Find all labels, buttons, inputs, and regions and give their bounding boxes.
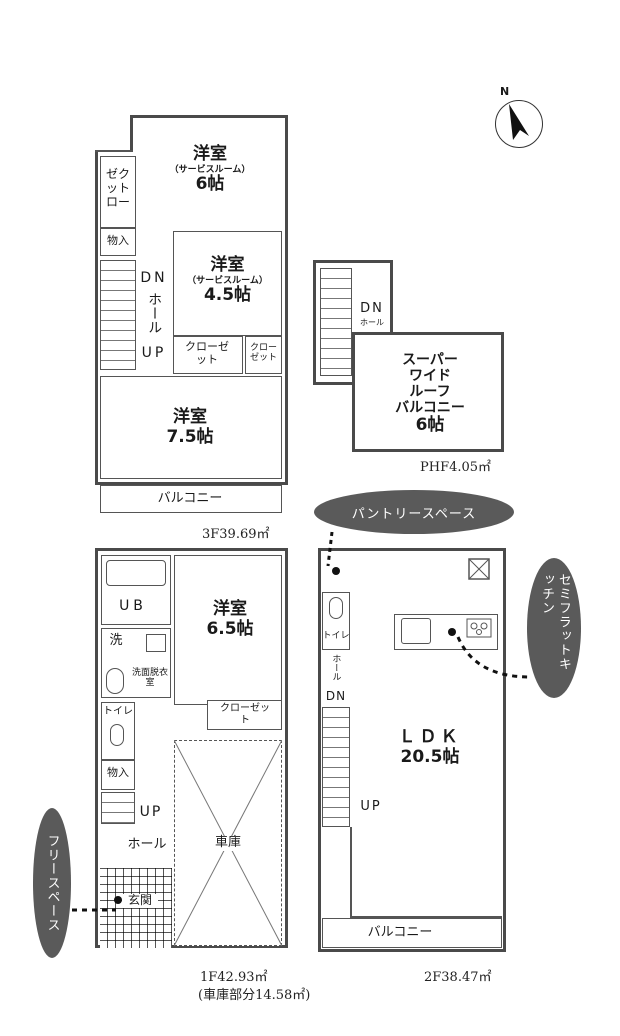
room-western-6-label: 洋室 （サービスルーム） 6帖: [169, 144, 251, 194]
toilet-bowl-icon: [110, 724, 124, 746]
callout-kitchen: セミフラットキッチン: [527, 558, 581, 698]
roof-balcony-label: スーパー ワイド ルーフ バルコニー 6帖: [395, 352, 465, 436]
room-western-7-5-label: 洋室 7.5帖: [166, 407, 214, 447]
stairs-1f-up: UP: [139, 804, 163, 820]
room-western-7-5: [100, 376, 282, 479]
storage-1f: [101, 760, 135, 790]
entrance-tiles: [100, 868, 172, 948]
balcony-2f-label: バルコニー: [367, 925, 433, 940]
balcony-3f: [100, 485, 282, 513]
entrance-label: 玄関: [122, 893, 158, 908]
callout-pantry-leader: [326, 531, 334, 567]
balcony-2f: [322, 918, 502, 948]
closet-1f-label: クローゼット: [220, 703, 270, 726]
toilet-2f-bowl-icon: [329, 597, 343, 619]
callout-free-space-leader: [72, 908, 116, 912]
stove-icon: [466, 618, 492, 638]
closet-3f-2-label: クローゼット: [249, 343, 277, 364]
kitchen-sink-icon: [401, 618, 431, 644]
washing-machine-label: 洗: [109, 633, 123, 648]
closet-secret-label: ゼクットロー: [105, 167, 130, 209]
floor1-garage-area: (車庫部分14.58㎡): [198, 988, 311, 1003]
washroom: [101, 628, 171, 698]
toilet-1f-label: トイレ: [103, 706, 133, 717]
closet-3f-1-label: クローゼット: [185, 340, 229, 366]
stairs-1f: [101, 792, 135, 824]
closet-1f: [207, 700, 282, 730]
hall-3f-label: ホール: [146, 292, 163, 334]
stairs-2f-up: UP: [360, 799, 382, 814]
compass-north-label: N: [500, 85, 510, 98]
toilet-2f-label: トイレ: [322, 631, 350, 641]
room-western-4-5: [173, 231, 282, 336]
closet-secret: [100, 156, 136, 228]
hall-3f-dn: DN: [140, 270, 168, 286]
pantry-marker: [332, 567, 340, 575]
kitchen-marker: [448, 628, 456, 636]
closet-3f-1: [173, 336, 243, 374]
storage-1f-label: 物入: [107, 766, 129, 779]
vent-icon: [468, 558, 490, 580]
floor2-area: 2F38.47㎡: [424, 970, 492, 985]
stairs-2f-dn: DN: [325, 689, 347, 703]
bathtub: [106, 560, 166, 586]
callout-pantry: パントリースペース: [314, 490, 514, 534]
storage-3f-label: 物入: [107, 234, 129, 247]
callout-kitchen-leader: [456, 636, 531, 679]
hall-3f-up: UP: [141, 345, 167, 361]
balcony-3f-label: バルコニー: [157, 491, 223, 506]
compass: N: [495, 85, 543, 148]
storage-3f: [100, 228, 136, 256]
closet-3f-2: [245, 336, 282, 374]
room-western-6-5: [174, 555, 282, 705]
hall-1f-label: ホール: [127, 837, 167, 852]
room-western-6: [136, 121, 282, 229]
penthouse-area: PHF4.05㎡: [420, 460, 492, 475]
room-western-6-5-label: 洋室 6.5帖: [206, 599, 254, 639]
ph-dn: DN: [360, 301, 384, 316]
hall-2f-label: ホール: [330, 654, 341, 681]
floor1-area: 1F42.93㎡: [200, 970, 268, 985]
stairs-ph: [320, 268, 352, 376]
ph-hall: ホール: [360, 318, 384, 327]
roof-balcony: [352, 332, 504, 452]
washbasin-icon: [106, 668, 124, 694]
stairs-3f: [100, 260, 136, 370]
stairs-2f: [322, 707, 350, 827]
callout-free-space: フリースペース: [33, 808, 71, 958]
unit-bath-label: UB: [119, 598, 147, 614]
sink-icon: [146, 634, 166, 652]
garage-label: 車庫: [205, 835, 251, 851]
floor3-area: 3F39.69㎡: [202, 527, 270, 542]
north-arrow-icon: [509, 104, 529, 140]
entrance-marker: [114, 896, 122, 904]
ldk-label: ＬＤＫ 20.5帖: [398, 727, 462, 767]
washroom-label: 洗面脱衣室: [132, 668, 169, 689]
room-western-4-5-label: 洋室 （サービスルーム） 4.5帖: [187, 255, 268, 305]
